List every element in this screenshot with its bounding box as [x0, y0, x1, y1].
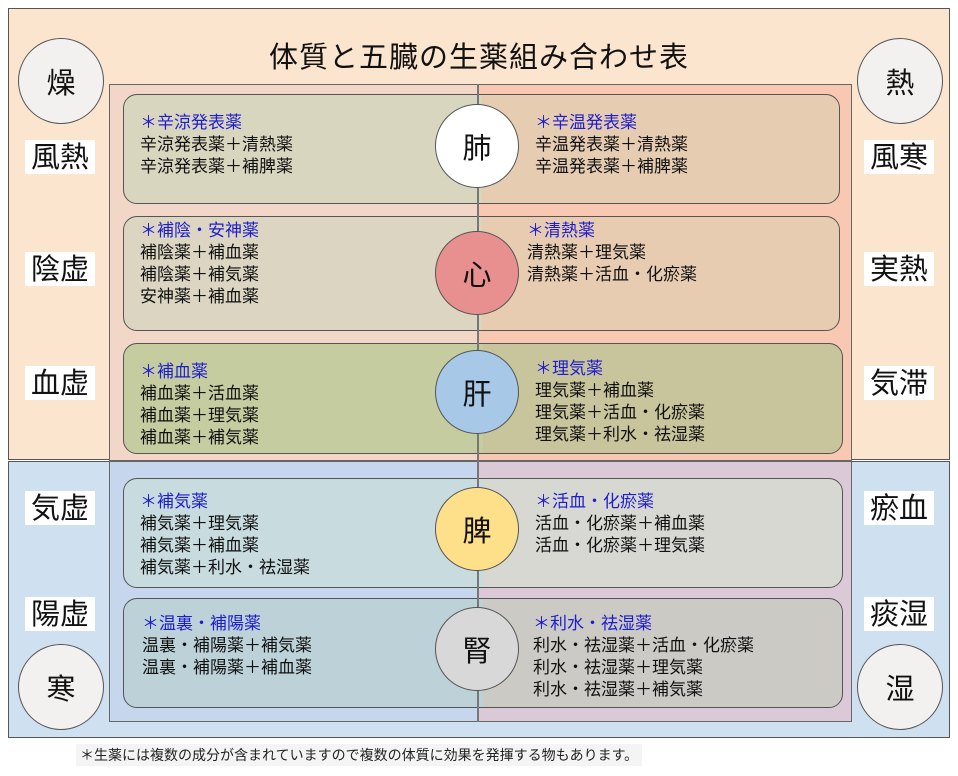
- lung-right-block: ＊辛温発表薬 辛温発表薬＋清熱薬 辛温発表薬＋補脾薬: [535, 112, 688, 178]
- combo-line: 理気薬＋活血・化瘀薬: [535, 403, 705, 423]
- organ-liver-circle: 肝: [435, 350, 519, 434]
- corner-damp-circle: 湿: [857, 644, 943, 730]
- footnote: ＊生薬には複数の成分が含まれていますので複数の体質に効果を発揮する物もあります。: [76, 744, 643, 766]
- lung-left-block: ＊辛涼発表薬 辛涼発表薬＋清熱薬 辛涼発表薬＋補脾薬: [140, 112, 293, 178]
- liver-right-heading: ＊理気薬: [535, 359, 603, 379]
- combo-line: 補血薬＋活血薬: [140, 384, 259, 404]
- heart-left-block: ＊補陰・安神薬 補陰薬＋補血薬 補陰薬＋補気薬 安神薬＋補血薬: [140, 220, 259, 308]
- heart-left-heading: ＊補陰・安神薬: [140, 221, 259, 241]
- combo-line: 補血薬＋補気薬: [140, 428, 259, 448]
- combo-line: 理気薬＋補血薬: [535, 381, 654, 401]
- combo-line: 安神薬＋補血薬: [140, 287, 259, 307]
- combo-line: 補陰薬＋補血薬: [140, 243, 259, 263]
- right-label-qi-stagnation: 気滞: [864, 366, 934, 400]
- right-label-wind-cold: 風寒: [864, 140, 934, 174]
- combo-line: 清熱薬＋活血・化瘀薬: [527, 265, 697, 285]
- organ-kidney-circle: 腎: [435, 607, 519, 691]
- left-label-blood-deficiency: 血虚: [25, 366, 95, 400]
- lung-left-heading: ＊辛涼発表薬: [140, 113, 242, 133]
- kidney-right-heading: ＊利水・祛湿薬: [533, 614, 652, 634]
- combo-line: 補気薬＋理気薬: [140, 514, 259, 534]
- combo-line: 清熱薬＋理気薬: [527, 243, 646, 263]
- liver-left-block: ＊補血薬 補血薬＋活血薬 補血薬＋理気薬 補血薬＋補気薬: [140, 361, 259, 449]
- combo-line: 利水・祛湿薬＋補気薬: [533, 680, 703, 700]
- combo-line: 理気薬＋利水・祛湿薬: [535, 425, 705, 445]
- spleen-left-heading: ＊補気薬: [140, 492, 208, 512]
- right-label-excess-heat: 実熱: [864, 252, 934, 286]
- liver-right-block: ＊理気薬 理気薬＋補血薬 理気薬＋活血・化瘀薬 理気薬＋利水・祛湿薬: [535, 358, 705, 446]
- left-label-yang-deficiency: 陽虚: [25, 597, 95, 631]
- combo-line: 補気薬＋補血薬: [140, 536, 259, 556]
- spleen-left-block: ＊補気薬 補気薬＋理気薬 補気薬＋補血薬 補気薬＋利水・祛湿薬: [140, 491, 310, 579]
- spleen-right-heading: ＊活血・化瘀薬: [535, 492, 654, 512]
- liver-left-heading: ＊補血薬: [140, 362, 208, 382]
- combo-line: 温裏・補陽薬＋補血薬: [142, 658, 312, 678]
- left-label-wind-heat: 風熱: [25, 140, 95, 174]
- organ-spleen-circle: 脾: [435, 487, 519, 571]
- combo-line: 補陰薬＋補気薬: [140, 265, 259, 285]
- kidney-right-block: ＊利水・祛湿薬 利水・祛湿薬＋活血・化瘀薬 利水・祛湿薬＋理気薬 利水・祛湿薬＋…: [533, 613, 754, 701]
- combo-line: 活血・化瘀薬＋理気薬: [535, 536, 705, 556]
- combo-line: 補血薬＋理気薬: [140, 406, 259, 426]
- combo-line: 辛涼発表薬＋補脾薬: [140, 157, 293, 177]
- combo-line: 利水・祛湿薬＋理気薬: [533, 658, 703, 678]
- combo-line: 利水・祛湿薬＋活血・化瘀薬: [533, 636, 754, 656]
- right-label-blood-stasis: 瘀血: [864, 491, 934, 525]
- kidney-left-heading: ＊温裏・補陽薬: [142, 614, 261, 634]
- right-label-phlegm-damp: 痰湿: [864, 597, 934, 631]
- heart-right-heading: ＊清熱薬: [527, 221, 595, 241]
- lung-right-heading: ＊辛温発表薬: [535, 113, 637, 133]
- kidney-left-block: ＊温裏・補陽薬 温裏・補陽薬＋補気薬 温裏・補陽薬＋補血薬: [142, 613, 312, 679]
- heart-right-block: ＊清熱薬 清熱薬＋理気薬 清熱薬＋活血・化瘀薬: [527, 220, 697, 286]
- combo-line: 活血・化瘀薬＋補血薬: [535, 514, 705, 534]
- combo-line: 補気薬＋利水・祛湿薬: [140, 558, 310, 578]
- left-label-qi-deficiency: 気虚: [25, 491, 95, 525]
- corner-cold-circle: 寒: [18, 644, 104, 730]
- corner-heat-circle: 熱: [857, 38, 943, 124]
- combo-line: 辛涼発表薬＋清熱薬: [140, 135, 293, 155]
- page-title: 体質と五臓の生薬組み合わせ表: [268, 40, 689, 74]
- spleen-right-block: ＊活血・化瘀薬 活血・化瘀薬＋補血薬 活血・化瘀薬＋理気薬: [535, 491, 705, 557]
- corner-dry-circle: 燥: [18, 38, 104, 124]
- organ-heart-circle: 心: [435, 231, 519, 315]
- combo-line: 温裏・補陽薬＋補気薬: [142, 636, 312, 656]
- combo-line: 辛温発表薬＋補脾薬: [535, 157, 688, 177]
- organ-lung-circle: 肺: [435, 104, 519, 188]
- combo-line: 辛温発表薬＋清熱薬: [535, 135, 688, 155]
- left-label-yin-deficiency: 陰虚: [25, 252, 95, 286]
